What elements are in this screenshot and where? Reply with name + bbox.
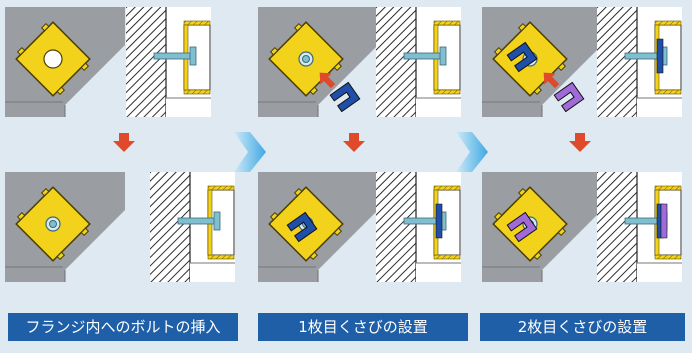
flange-view-panel bbox=[5, 172, 125, 282]
wedge-1-blue bbox=[329, 81, 361, 113]
bolt-shank bbox=[153, 52, 195, 60]
chevron-right-icon bbox=[234, 132, 266, 172]
arrow-down-icon bbox=[569, 133, 591, 152]
yellow-flange bbox=[15, 21, 91, 97]
hatched-wall bbox=[150, 172, 190, 282]
arrow-down-icon bbox=[343, 133, 365, 152]
section-view-panel bbox=[376, 7, 461, 117]
flange-view-panel bbox=[482, 7, 602, 117]
flange-view-panel bbox=[258, 172, 378, 282]
caption-second-wedge: 2枚目くさびの設置 bbox=[480, 313, 685, 341]
hatched-wall bbox=[597, 7, 637, 117]
arrow-diagonal-icon bbox=[543, 72, 560, 89]
bolt-shank bbox=[403, 52, 445, 60]
installed-wedge bbox=[656, 38, 664, 74]
installed-wedge bbox=[660, 203, 668, 239]
section-view-panel bbox=[150, 172, 235, 282]
chevron-right-icon bbox=[456, 132, 488, 172]
hatched-wall bbox=[376, 172, 416, 282]
section-view-panel bbox=[376, 172, 461, 282]
wedge-2-purple bbox=[553, 81, 585, 113]
flange-view-panel bbox=[5, 7, 125, 117]
wedge-1-installed bbox=[506, 41, 538, 73]
bolt-hole bbox=[43, 49, 63, 69]
wedge-2-installed bbox=[506, 211, 538, 243]
wedge-1-installed bbox=[286, 211, 318, 243]
arrow-diagonal-icon bbox=[319, 72, 336, 89]
flange-view-panel bbox=[258, 7, 378, 117]
hatched-wall bbox=[597, 172, 637, 282]
bolt-shank bbox=[177, 217, 219, 225]
caption-bolt-insertion: フランジ内へのボルトの挿入 bbox=[8, 313, 238, 341]
bolt-head bbox=[189, 46, 197, 66]
bolt-head bbox=[213, 211, 221, 231]
section-view-panel bbox=[126, 7, 211, 117]
bolt-head bbox=[439, 46, 447, 66]
yellow-flange bbox=[15, 186, 91, 262]
arrow-down-icon bbox=[113, 133, 135, 152]
hatched-wall bbox=[376, 7, 416, 117]
hatched-wall bbox=[126, 7, 166, 117]
flange-view-panel bbox=[482, 172, 602, 282]
section-view-panel bbox=[597, 7, 682, 117]
section-view-panel bbox=[597, 172, 682, 282]
caption-first-wedge: 1枚目くさびの設置 bbox=[258, 313, 468, 341]
installed-wedge bbox=[435, 203, 443, 239]
